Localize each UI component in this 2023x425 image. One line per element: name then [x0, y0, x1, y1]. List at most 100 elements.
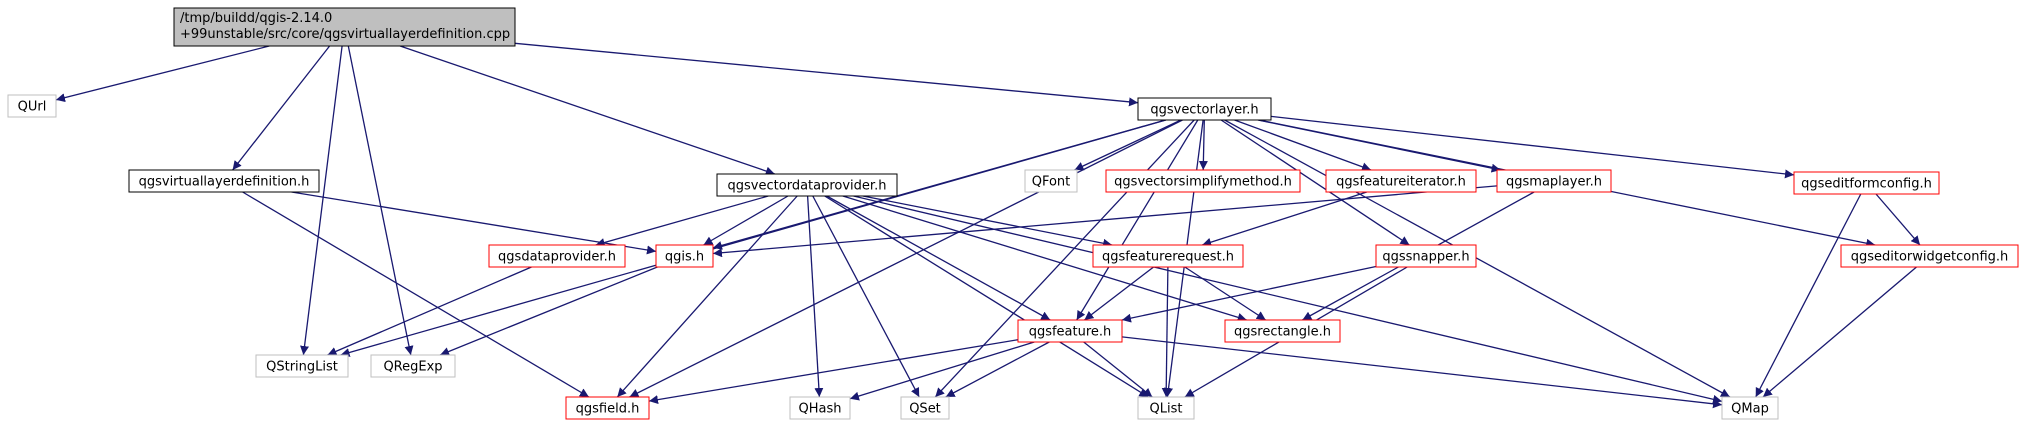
node-qgsvectorlayer-h[interactable]: qgsvectorlayer.h: [1137, 97, 1272, 121]
edge-qgsvectordataprovider_h-to-qmap: [853, 195, 1723, 404]
node-qgsvectorsimplifymethod-h[interactable]: qgsvectorsimplifymethod.h: [1105, 169, 1301, 193]
edge-qgsfeaturerequest_h-to-qlist: [1161, 266, 1171, 398]
node-box: [1137, 396, 1195, 420]
node-label: QFont: [1032, 175, 1071, 190]
node-box[interactable]: [1092, 244, 1244, 268]
edge-qgsdataprovider_h-to-qstringlist: [327, 266, 532, 356]
node-qgsrectangle-h[interactable]: qgsrectangle.h: [1224, 319, 1341, 343]
edge-qgsvectordataprovider_h-to-qgsfeaturerequest_h: [862, 195, 1113, 248]
edge-qgis_h-to-qregexp: [439, 266, 658, 356]
node-box[interactable]: [1224, 319, 1341, 343]
edge-root-to-qgsvirtuallayerdefinition_h: [232, 45, 331, 171]
node-box[interactable]: [1137, 97, 1272, 121]
edge-root-to-qgsvectordataprovider_h: [399, 45, 776, 176]
edge-qgsfeature_h-to-qhash: [849, 341, 1035, 401]
node-box: [370, 354, 456, 378]
node-qgsvirtuallayerdefinition-h[interactable]: qgsvirtuallayerdefinition.h: [128, 169, 320, 193]
node-qmap: QMap: [1721, 396, 1779, 420]
node-label: QMap: [1731, 402, 1769, 417]
edge-qgsvectordataprovider_h-to-qlist: [824, 195, 1149, 398]
node-label: QHash: [799, 402, 842, 417]
node-qfont: QFont: [1024, 169, 1078, 193]
edge-qgseditformconfig_h-to-qgseditorwidgetconfig_h: [1875, 193, 1921, 246]
nodes-layer: /tmp/buildd/qgis-2.14.0+99unstable/src/c…: [7, 7, 2019, 420]
node-qgsfeaturerequest-h[interactable]: qgsfeaturerequest.h: [1092, 244, 1244, 268]
node-qgsfeature-h[interactable]: qgsfeature.h: [1017, 319, 1123, 343]
node-box[interactable]: [1017, 319, 1123, 343]
node-qlist: QList: [1137, 396, 1195, 420]
edge-qgsvectorlayer_h-to-qgsfeatureiterator_h: [1234, 119, 1372, 172]
node-box[interactable]: [1325, 169, 1477, 193]
edge-qgsvectorlayer_h-to-qstringlist: [340, 119, 1167, 357]
node-label: qgsfeaturerequest.h: [1102, 250, 1234, 265]
node-box[interactable]: [565, 396, 650, 420]
edge-qgsvirtuallayerdefinition_h-to-qgis_h: [291, 191, 657, 255]
node-qgseditorwidgetconfig-h[interactable]: qgseditorwidgetconfig.h: [1840, 244, 2019, 268]
edge-qgsvectordataprovider_h-to-qhash: [806, 195, 824, 398]
node-label: qgsvectordataprovider.h: [728, 179, 887, 194]
node-label: qgsfeatureiterator.h: [1336, 175, 1466, 190]
edge-qgsvectorlayer_h-to-qgseditformconfig_h: [1270, 115, 1795, 179]
edge-qgsmaplayer_h-to-qgis_h: [712, 185, 1498, 258]
edge-qgsvectorlayer_h-to-qmap: [1224, 119, 1731, 398]
edge-root-to-qgsvectorlayer_h: [514, 42, 1139, 107]
node-qregexp: QRegExp: [370, 354, 456, 378]
edge-qgsvectorlayer_h-to-qgsfeature_h: [1076, 119, 1199, 321]
node-qset: QSet: [900, 396, 950, 420]
node-qgsfield-h[interactable]: qgsfield.h: [565, 396, 650, 420]
node-qgssnapper-h[interactable]: qgssnapper.h: [1375, 244, 1477, 268]
node-qgis-h[interactable]: qgis.h: [655, 244, 714, 268]
node-box[interactable]: [128, 169, 320, 193]
node-qstringlist: QStringList: [255, 354, 349, 378]
edge-qgsvectorlayer_h-to-qgssnapper_h: [1220, 119, 1410, 246]
node-label: QUrl: [18, 100, 47, 115]
edge-qgsfeature_h-to-qlist: [1083, 341, 1153, 398]
node-label: QList: [1150, 402, 1183, 417]
node-qgseditformconfig-h[interactable]: qgseditformconfig.h: [1793, 171, 1940, 195]
edge-qgsfeaturerequest_h-to-qgsrectangle_h: [1184, 266, 1267, 321]
node-label: qgsfeature.h: [1029, 325, 1112, 340]
edge-qgsfeatureiterator_h-to-qgsfeaturerequest_h: [1202, 191, 1367, 247]
node-box[interactable]: [655, 244, 714, 268]
node-label: QSet: [909, 402, 941, 417]
edge-qgsvectorlayer_h-to-qgsfield_h: [629, 119, 1183, 398]
edge-qgssnapper_h-to-qgsfeature_h: [1121, 265, 1377, 323]
node-box[interactable]: [488, 244, 626, 268]
node-label: QRegExp: [383, 360, 442, 375]
node-qgsmaplayer-h[interactable]: qgsmaplayer.h: [1496, 169, 1612, 193]
node-box[interactable]: [1840, 244, 2019, 268]
node-box[interactable]: [1375, 244, 1477, 268]
edge-qgsvectordataprovider_h-to-qgsrectangle_h: [842, 195, 1247, 322]
edge-qgsvectordataprovider_h-to-qset: [812, 195, 920, 398]
edge-root-to-qregexp: [347, 45, 414, 356]
node-box[interactable]: [1496, 169, 1612, 193]
node-label-line: /tmp/buildd/qgis-2.14.0: [180, 11, 332, 26]
node-qgsvectordataprovider-h[interactable]: qgsvectordataprovider.h: [716, 173, 898, 197]
node-label: qgseditformconfig.h: [1801, 177, 1932, 192]
node-label: qgseditorwidgetconfig.h: [1851, 250, 2009, 265]
edge-qgsfeature_h-to-qset: [945, 341, 1050, 398]
edge-qgsvectordataprovider_h-to-qgsdataprovider_h: [595, 195, 769, 247]
node-box: [900, 396, 950, 420]
node-box: [789, 396, 851, 420]
node-label-line: +99unstable/src/core/qgsvirtuallayerdefi…: [180, 27, 510, 42]
node-box: [255, 354, 349, 378]
node-qgsdataprovider-h[interactable]: qgsdataprovider.h: [488, 244, 626, 268]
node-box[interactable]: [1105, 169, 1301, 193]
node-qhash: QHash: [789, 396, 851, 420]
edge-root-to-qurl: [55, 45, 270, 103]
node-qgsfeatureiterator-h[interactable]: qgsfeatureiterator.h: [1325, 169, 1477, 193]
node-label: qgsvirtuallayerdefinition.h: [139, 175, 310, 190]
edge-qgseditorwidgetconfig_h-to-qmap: [1762, 266, 1917, 398]
edge-qgsvectordataprovider_h-to-qgsfeature_h: [826, 195, 1051, 321]
edge-qgsfeaturerequest_h-to-qgsfeature_h: [1084, 266, 1154, 321]
edges-layer: [55, 42, 1921, 409]
node-label: qgsrectangle.h: [1234, 325, 1331, 340]
node-box[interactable]: [1793, 171, 1940, 195]
node-label: qgssnapper.h: [1382, 250, 1469, 265]
node-box[interactable]: [716, 173, 898, 197]
node-box: [7, 94, 57, 118]
edge-qgsvirtuallayerdefinition_h-to-qgsfield_h: [242, 191, 590, 398]
edge-root-to-qstringlist: [300, 45, 343, 356]
node-label: qgsvectorsimplifymethod.h: [1114, 175, 1292, 190]
